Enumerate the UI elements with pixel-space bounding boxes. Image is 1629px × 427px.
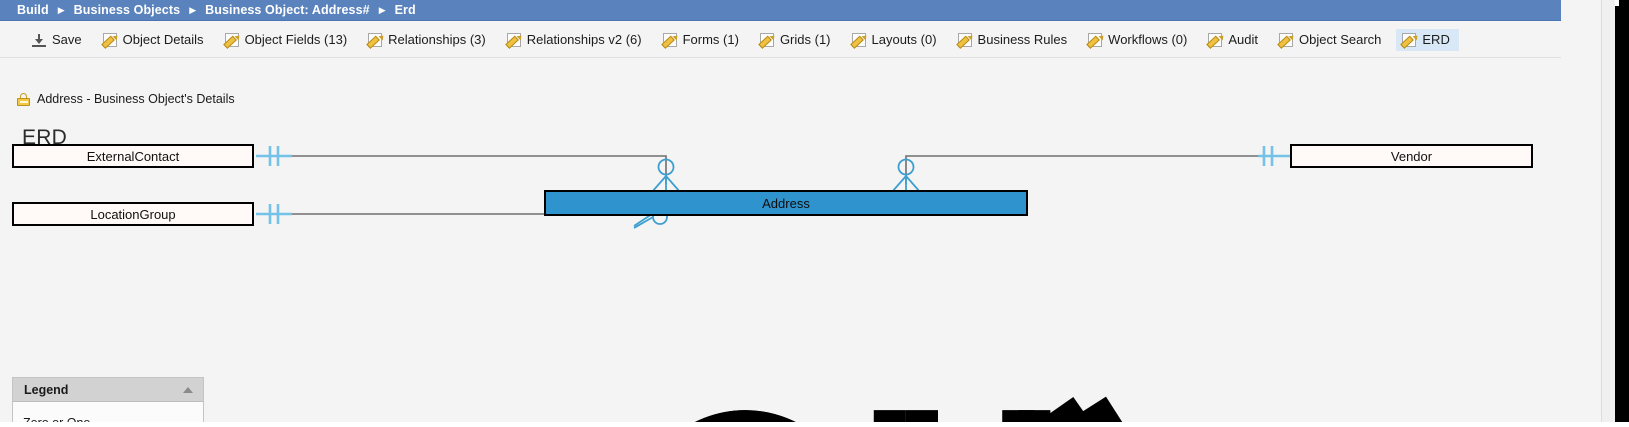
toolbar-item-label: Layouts (0) <box>871 32 937 47</box>
lock-icon <box>17 92 30 106</box>
object-details-line: Address - Business Object's Details <box>17 92 235 106</box>
toolbar-item-label: Relationships v2 (6) <box>526 32 642 47</box>
toolbar-item-label: Object Search <box>1299 32 1382 47</box>
breadcrumb-item-erd[interactable]: Erd <box>394 3 416 17</box>
save-icon <box>32 33 46 47</box>
toolbar: Save Object Details Object Fields (13) R… <box>0 22 1561 58</box>
pencil-icon <box>506 32 521 47</box>
toolbar-item-label: ERD <box>1422 32 1450 47</box>
breadcrumb-separator-icon: ▶ <box>189 4 197 15</box>
pencil-icon <box>224 32 239 47</box>
toolbar-item-audit[interactable]: Audit <box>1202 29 1267 51</box>
entity-externalcontact[interactable]: ExternalContact <box>12 144 254 168</box>
breadcrumb-bar: Build ▶ Business Objects ▶ Business Obje… <box>0 0 1561 21</box>
breadcrumb-separator-icon: ▶ <box>378 4 386 15</box>
scrollbar-thumb[interactable] <box>1603 2 1615 152</box>
object-details-text: Address - Business Object's Details <box>37 92 235 106</box>
legend-header[interactable]: Legend <box>13 378 203 402</box>
toolbar-item-label: Grids (1) <box>779 32 831 47</box>
entity-address[interactable]: Address <box>544 190 1028 216</box>
toolbar-item-label: Object Fields (13) <box>244 32 348 47</box>
entity-label: ExternalContact <box>86 148 180 164</box>
toolbar-item-label: Object Details <box>122 32 204 47</box>
toolbar-item-layouts[interactable]: Layouts (0) <box>846 29 946 51</box>
toolbar-item-label: Audit <box>1228 32 1259 47</box>
pencil-icon <box>1402 32 1417 47</box>
pencil-icon <box>851 32 866 47</box>
pencil-icon <box>662 32 677 47</box>
breadcrumb-separator-icon: ▶ <box>57 4 65 15</box>
toolbar-item-label: Forms (1) <box>682 32 739 47</box>
pencil-icon <box>1279 32 1294 47</box>
entity-label: Address <box>762 195 810 211</box>
toolbar-item-label: Workflows (0) <box>1108 32 1188 47</box>
toolbar-item-business-rules[interactable]: Business Rules <box>952 29 1077 51</box>
erd-diagram-canvas[interactable]: ExternalContact LocationGroup Address Ve… <box>0 138 1561 427</box>
pencil-icon <box>957 32 972 47</box>
toolbar-item-relationships[interactable]: Relationships (3) <box>362 29 495 51</box>
toolbar-item-save[interactable]: Save <box>26 29 91 51</box>
one-and-only-one-symbol-icon <box>905 410 1051 427</box>
toolbar-item-workflows[interactable]: Workflows (0) <box>1082 29 1196 51</box>
window-bottom-edge <box>0 422 1629 427</box>
window-right-edge <box>1615 0 1629 427</box>
entity-label: LocationGroup <box>90 206 176 222</box>
pencil-icon <box>1208 32 1223 47</box>
toolbar-item-object-details[interactable]: Object Details <box>97 29 213 51</box>
legend-label: Zero or One <box>23 416 90 427</box>
entity-label: Vendor <box>1390 148 1433 164</box>
toolbar-item-label: Relationships (3) <box>388 32 486 47</box>
pencil-icon <box>759 32 774 47</box>
pencil-icon <box>368 32 383 47</box>
toolbar-item-relationships-v2[interactable]: Relationships v2 (6) <box>501 29 651 51</box>
pencil-icon <box>102 32 117 47</box>
zero-or-more-symbol-icon <box>686 396 1092 427</box>
entity-vendor[interactable]: Vendor <box>1290 144 1533 168</box>
toolbar-item-label: Business Rules <box>977 32 1068 47</box>
toolbar-item-object-search[interactable]: Object Search <box>1273 29 1390 51</box>
page-title: ERD <box>22 126 67 150</box>
toolbar-item-forms[interactable]: Forms (1) <box>657 29 748 51</box>
breadcrumb-item-build[interactable]: Build <box>17 3 49 17</box>
legend-title: Legend <box>24 382 69 397</box>
toolbar-item-object-fields[interactable]: Object Fields (13) <box>219 29 357 51</box>
toolbar-item-grids[interactable]: Grids (1) <box>754 29 840 51</box>
erd-connectors <box>256 146 1292 229</box>
caret-up-icon[interactable] <box>183 386 193 393</box>
breadcrumb-item-business-objects[interactable]: Business Objects <box>73 3 181 17</box>
breadcrumb-item-business-object-address[interactable]: Business Object: Address# <box>205 3 370 17</box>
vertical-scrollbar[interactable] <box>1601 0 1615 427</box>
toolbar-item-label: Save <box>52 32 82 47</box>
one-or-more-symbol-icon <box>873 396 1124 427</box>
entity-locationgroup[interactable]: LocationGroup <box>12 202 254 226</box>
pencil-icon <box>1088 32 1103 47</box>
zero-or-one-symbol-icon <box>686 410 1035 427</box>
toolbar-item-erd[interactable]: ERD <box>1396 28 1459 51</box>
legend-panel: Legend Zero or One <box>12 377 1124 427</box>
